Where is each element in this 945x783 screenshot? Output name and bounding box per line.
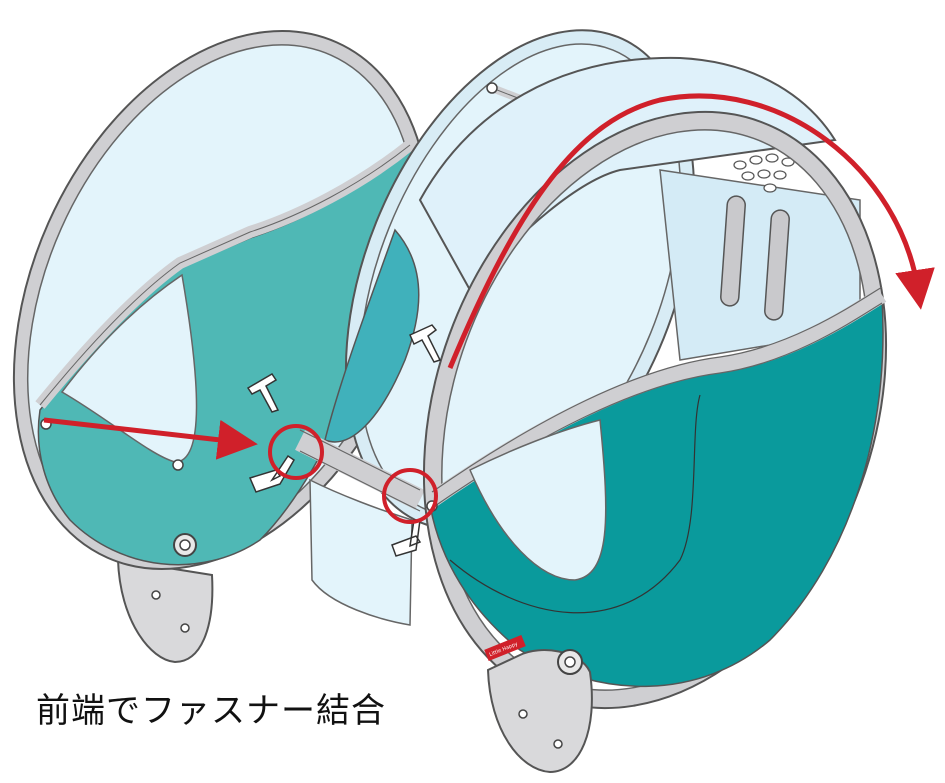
annotations: [43, 93, 935, 524]
red-circle-highlight-icon: [268, 424, 324, 480]
right-tab-hole-2: [553, 739, 563, 749]
right-canopy-body: Little Happy: [418, 56, 888, 774]
left-mount-tab: [116, 558, 214, 664]
red-arrow-right-icon: [43, 417, 258, 460]
canopy-front-cutout: [469, 419, 607, 581]
red-curved-arrow-icon: [447, 93, 935, 369]
caption: 前端でファスナー結合: [36, 691, 386, 731]
strap-grommet-1: [486, 82, 498, 94]
middle-clear-flap: [309, 478, 413, 626]
red-circle-highlight-icon: [382, 468, 438, 524]
left-tab-hole-1: [151, 590, 161, 600]
zipper-pull-icon: [409, 324, 442, 363]
right-tab-hole-1: [518, 709, 528, 719]
left-panel-cutout: [60, 273, 198, 463]
left-panel-grommet-2: [172, 459, 184, 471]
middle-side-fabric: [324, 228, 420, 443]
vent-holes: [733, 153, 795, 193]
zipper-pull-icon: [246, 372, 280, 413]
canopy-seam: [449, 394, 701, 614]
left-tab-hole-2: [180, 623, 190, 633]
harness-slot-right: [764, 209, 790, 321]
right-zipper-pulls: [391, 324, 442, 557]
canopy-front-trim: [427, 288, 887, 507]
harness-slot-left: [720, 195, 746, 307]
right-mount-tab: [486, 649, 593, 774]
